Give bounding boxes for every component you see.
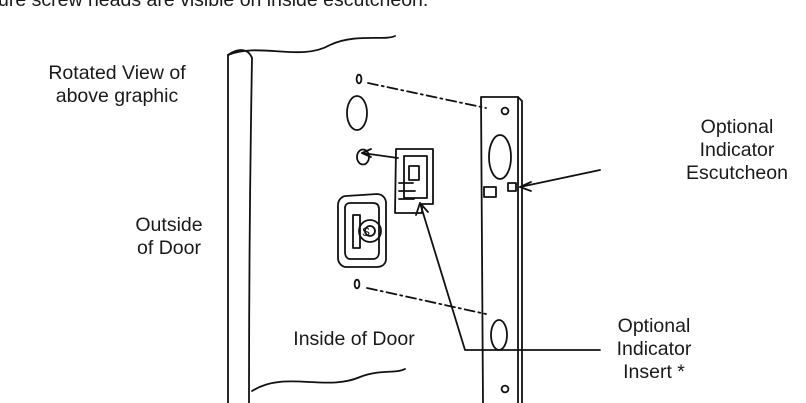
escutcheon-front [480, 96, 519, 403]
knob-center [358, 219, 382, 243]
hole-bottom-small [353, 278, 361, 290]
insert-callout-line [419, 202, 601, 351]
door-bottom-edge [251, 368, 406, 392]
escutcheon-slot-upper [483, 186, 497, 198]
hole-upper-large [346, 95, 368, 131]
alignment-line-top [367, 82, 487, 109]
door-top-edge [227, 35, 396, 56]
escutcheon-callout-line [519, 169, 601, 188]
escutcheon-lower-opening [490, 319, 508, 351]
alignment-line-bottom [366, 287, 487, 315]
optional-indicator-escutcheon-label: Optional Indicator Escutcheon [686, 116, 788, 184]
rotated-view-label: Rotated View of above graphic [48, 62, 186, 107]
escutcheon-screw-top [500, 106, 510, 116]
door-top-edge-inner [227, 49, 253, 59]
knob-base [337, 193, 387, 268]
outside-of-door-label: Outside of Door [135, 214, 203, 259]
top-note-text: ure screw heads are visible on inside es… [0, 0, 429, 11]
escutcheon-screw-bottom [500, 384, 510, 394]
escutcheon-upper-opening [488, 134, 512, 180]
insert-pointer-arrow [361, 152, 399, 159]
hole-top-small [355, 73, 363, 85]
escutcheon-slot-right [507, 182, 517, 192]
knob-emblem-letter: S [362, 225, 370, 239]
door-front-edge [248, 57, 253, 403]
escutcheon-side [517, 96, 523, 403]
optional-indicator-insert-label: Optional Indicator Insert * [616, 315, 692, 383]
inside-of-door-label: Inside of Door [293, 328, 415, 350]
